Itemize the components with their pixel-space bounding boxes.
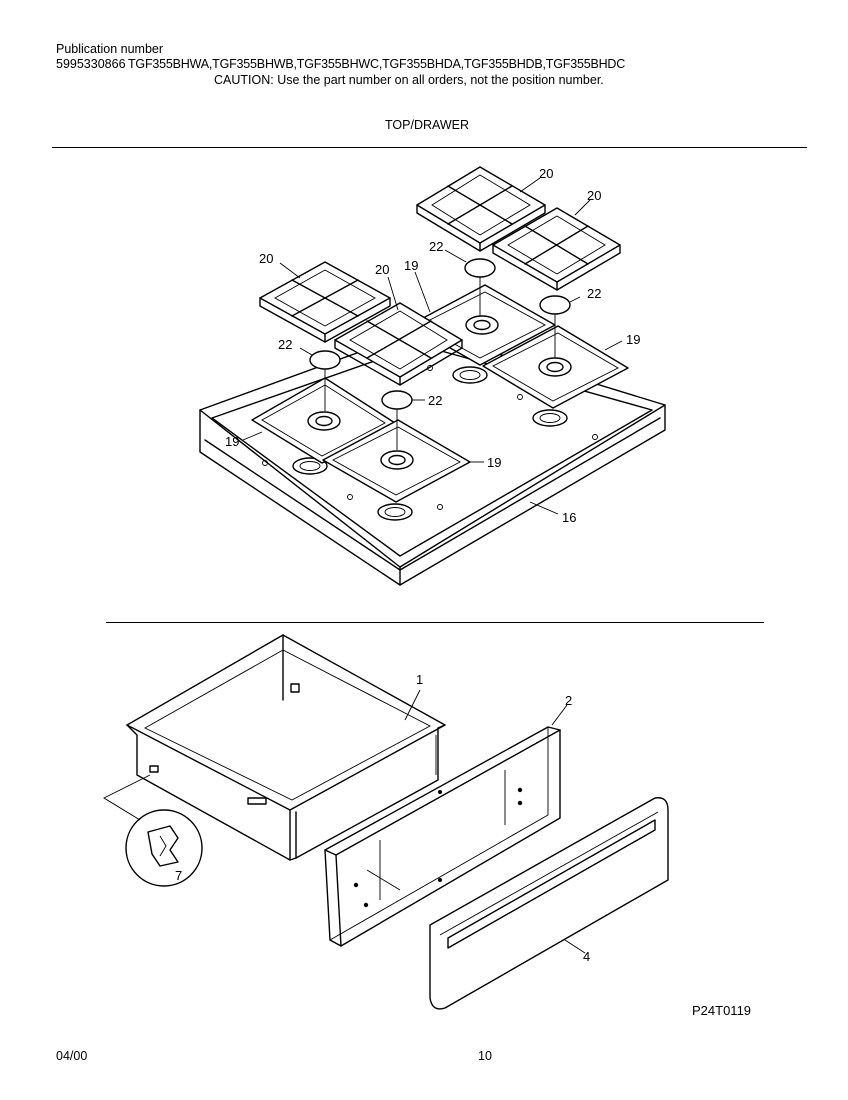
callout-drawer-clip: 7: [175, 868, 182, 883]
callout-tray-d: 19: [487, 455, 501, 470]
drawer-clip-detail: [103, 774, 203, 887]
drawer-front-frame: [324, 726, 561, 947]
callout-drawer-front: 2: [565, 693, 572, 708]
callout-cap-d: 22: [428, 393, 442, 408]
callout-tray-c: 19: [225, 434, 239, 449]
callout-cap-c: 22: [278, 337, 292, 352]
publication-label: Publication number: [56, 42, 164, 56]
caution-note: CAUTION: Use the part number on all orde…: [214, 73, 604, 87]
grate-center: [334, 302, 463, 386]
leader-lines-drawer: [404, 689, 586, 954]
callout-tray-a: 19: [404, 258, 418, 273]
burner-caps: [309, 258, 571, 450]
page-number: 10: [478, 1049, 492, 1063]
top-divider: [52, 147, 807, 148]
model-list: TGF355BHWA,TGF355BHWB,TGF355BHWC,TGF355B…: [128, 57, 626, 71]
callout-drawer-panel: 4: [583, 949, 590, 964]
callout-drawer-body: 1: [416, 672, 423, 687]
middle-divider: [106, 622, 764, 623]
callout-tray-b: 19: [626, 332, 640, 347]
footer-date: 04/00: [56, 1049, 88, 1063]
callout-cap-b: 22: [587, 286, 601, 301]
section-title: TOP/DRAWER: [385, 118, 470, 132]
drawer-front-panel: [429, 797, 669, 1010]
grate-right-front: [492, 207, 621, 291]
leader-lines-top: [242, 177, 623, 515]
burner-tray-right-front: [482, 325, 629, 409]
callout-grate-a: 20: [539, 166, 553, 181]
callout-grate-b: 20: [587, 188, 601, 203]
publication-number: 5995330866: [56, 57, 126, 71]
drawing-code: P24T0119: [692, 1003, 752, 1018]
grate-right-rear: [416, 166, 546, 252]
callout-grate-c: 20: [259, 251, 273, 266]
callout-cap-a: 22: [429, 239, 443, 254]
callout-grate-d: 20: [375, 262, 389, 277]
grate-left: [259, 261, 391, 343]
callout-cooktop: 16: [562, 510, 576, 525]
drawer-body-drawing: [126, 634, 446, 861]
